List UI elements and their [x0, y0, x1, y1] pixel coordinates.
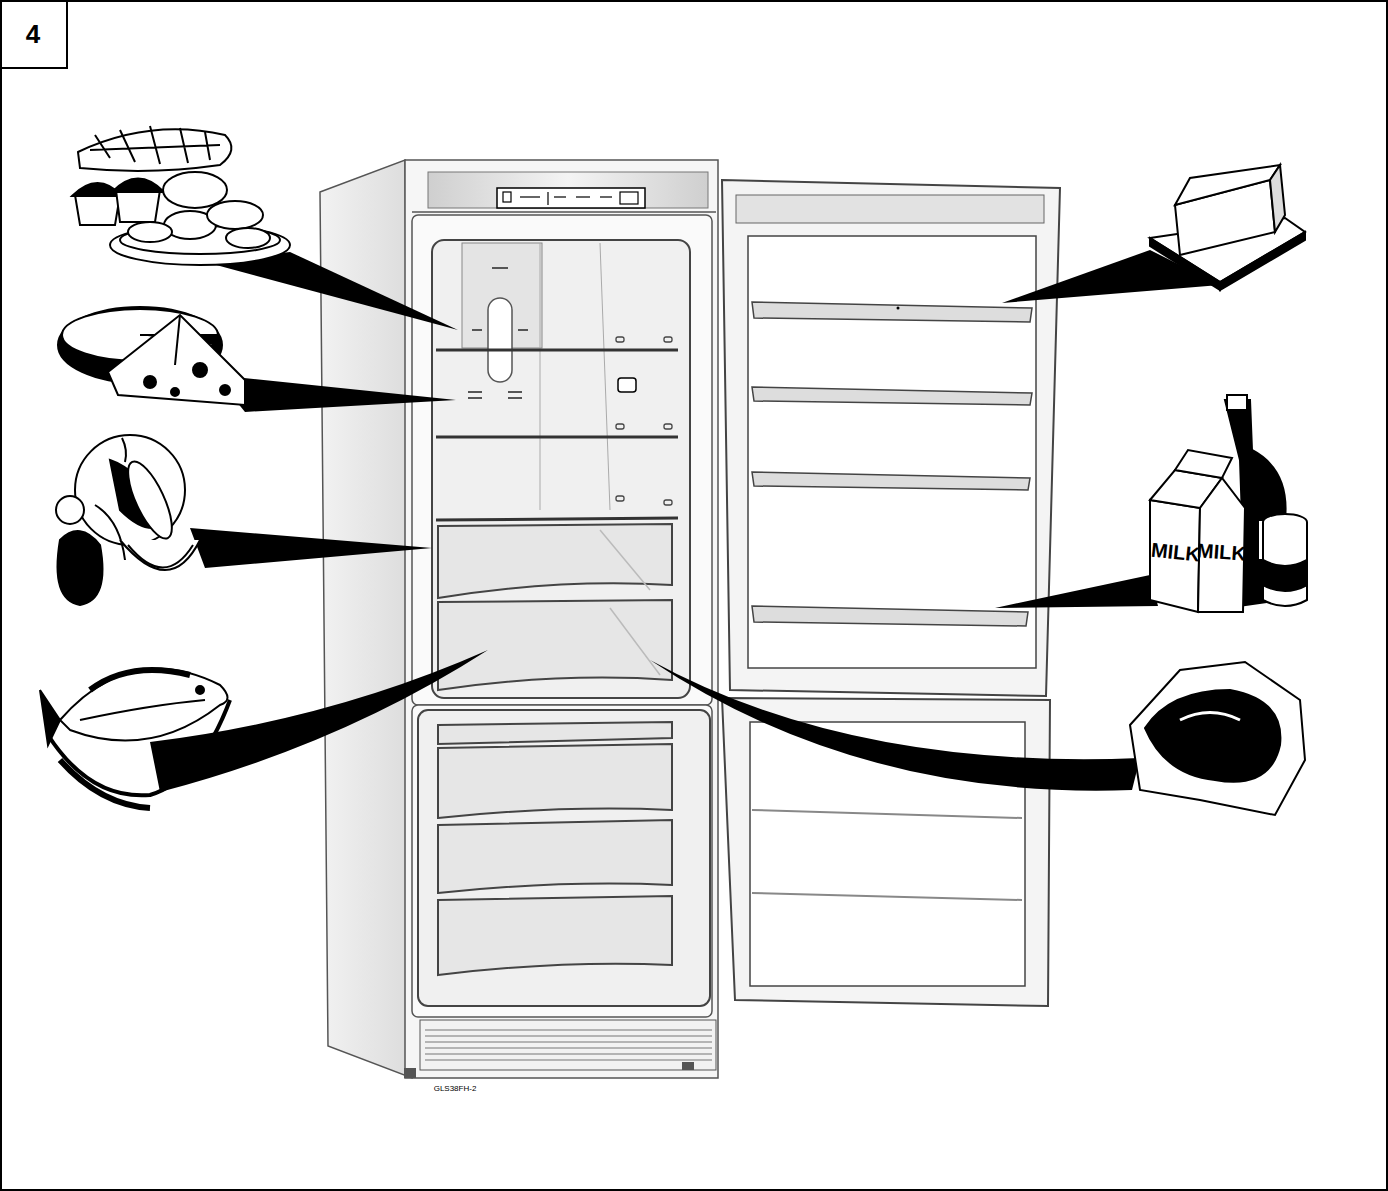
fish-icon [40, 669, 230, 808]
control-symbols [503, 192, 638, 205]
freezer-compartment [418, 710, 710, 1006]
cheese-icon [58, 307, 245, 405]
fridge-compartment [432, 240, 690, 698]
door-shelves [752, 302, 1032, 626]
base-grille [425, 1030, 712, 1060]
carton-text: MILK [1196, 540, 1246, 563]
lamp [618, 378, 636, 392]
fridge-door [722, 180, 1060, 696]
glass-shelves [436, 350, 678, 520]
carton-text: MILK [1150, 539, 1201, 564]
crisper-drawers [438, 524, 672, 690]
air-vent [488, 298, 512, 382]
leader-wedges [150, 250, 1220, 792]
freezer-drawers [438, 722, 672, 975]
control-strip [428, 172, 708, 208]
pastries-icon [72, 126, 290, 265]
milk-bottle-can-icon [1150, 395, 1307, 612]
figure-number: 4 [26, 21, 40, 47]
meat-icon [1130, 662, 1305, 815]
butter-icon [1150, 165, 1305, 290]
cabinet-front [405, 160, 718, 1078]
vegetables-icon [56, 435, 200, 605]
model-code: GLS38FH-2 [434, 1085, 477, 1093]
control-panel [497, 188, 645, 208]
figure-number-box [1, 1, 67, 68]
